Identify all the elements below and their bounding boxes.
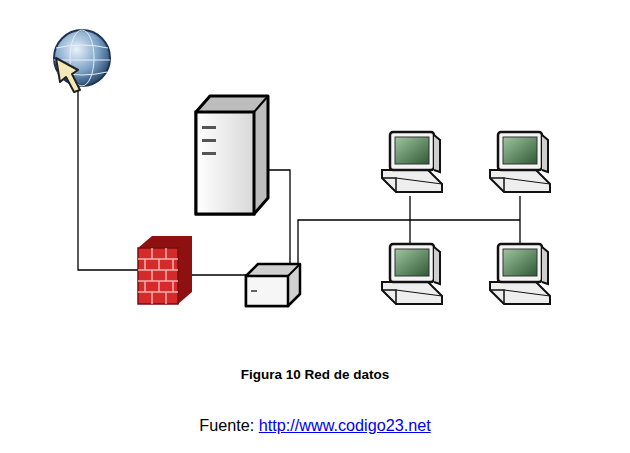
workstation xyxy=(382,244,442,304)
workstation xyxy=(382,132,442,192)
workstation xyxy=(490,244,550,304)
caption-text: Figura 10 Red de datos xyxy=(241,367,390,382)
server-tower xyxy=(196,96,268,214)
internet-globe xyxy=(54,30,110,92)
source-label: Fuente: xyxy=(199,416,254,434)
source-link: http://www.codigo23.net xyxy=(259,416,431,434)
source-line: Fuente: http://www.codigo23.net xyxy=(0,416,630,435)
figure-caption: Figura 10 Red de datos xyxy=(0,367,630,382)
network-switch xyxy=(246,264,300,306)
firewall-wall xyxy=(138,236,192,304)
workstation xyxy=(490,132,550,192)
